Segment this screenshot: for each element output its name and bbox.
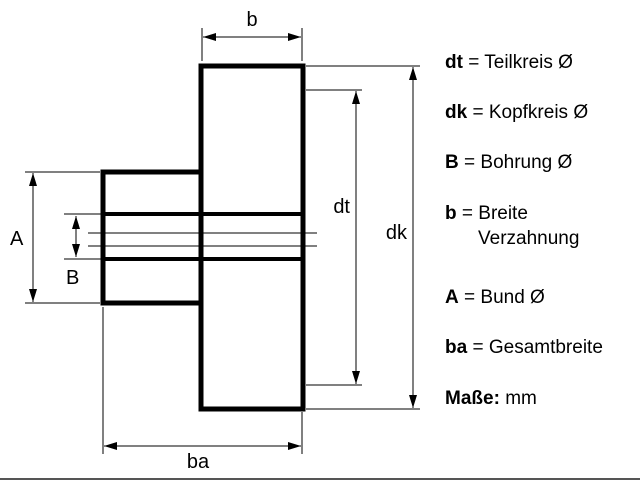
dk-label: dk [386, 222, 408, 244]
legend-equals: = [456, 203, 479, 224]
legend-item-masse: Maße: mm [445, 388, 537, 411]
legend-symbol-masse: Maße: [445, 388, 500, 409]
B-label: B [66, 267, 79, 289]
legend-equals: = [467, 337, 489, 358]
legend-symbol-B: B [445, 152, 459, 173]
A-label: A [10, 228, 24, 250]
legend-equals: = [458, 152, 481, 173]
legend-symbol-A: A [445, 287, 459, 308]
legend-symbol-dk: dk [445, 102, 468, 123]
legend-item-A: A = Bund Ø [445, 287, 545, 310]
legend-desc-B: Bohrung Ø [480, 152, 573, 173]
legend-desc-A: Bund Ø [480, 287, 545, 308]
dt-label: dt [333, 196, 350, 218]
legend-equals: = [462, 52, 485, 73]
legend-desc-dt: Teilkreis Ø [484, 52, 573, 73]
legend-symbol-ba: ba [445, 337, 468, 358]
legend-desc-b-line2: Verzahnung [478, 228, 580, 249]
legend-symbol-dt: dt [445, 52, 463, 73]
legend-item-dt: dt = Teilkreis Ø [445, 52, 573, 75]
legend-item-ba: ba = Gesamtbreite [445, 337, 603, 360]
gear-body [198, 63, 306, 412]
b-label: b [246, 9, 257, 31]
legend-item-dk: dk = Kopfkreis Ø [445, 102, 588, 125]
legend: dt = Teilkreis Ø dk = Kopfkreis Ø B = Bo… [445, 0, 640, 478]
legend-item-b: b = Breite [445, 203, 528, 226]
hub-body [100, 169, 204, 306]
legend-equals: = [467, 102, 489, 123]
legend-equals: = [458, 287, 481, 308]
legend-symbol-b: b [445, 203, 457, 224]
legend-desc-ba: Gesamtbreite [488, 337, 603, 358]
legend-desc-dk: Kopfkreis Ø [488, 102, 589, 123]
legend-desc-b: Breite [478, 203, 528, 224]
legend-desc-masse: mm [505, 388, 537, 409]
ba-label: ba [187, 451, 210, 473]
legend-item-B: B = Bohrung Ø [445, 152, 572, 175]
